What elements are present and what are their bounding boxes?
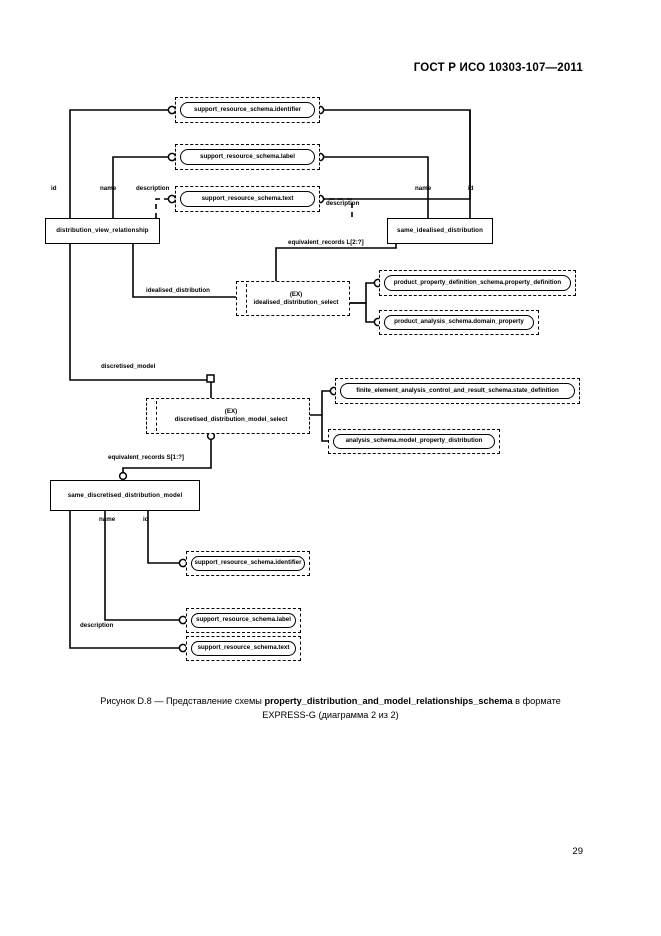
- reference-label: support_resource_schema.label: [180, 149, 315, 165]
- reference-label: support_resource_schema.text: [191, 641, 296, 656]
- edge-label-discretised-model: discretised_model: [101, 363, 156, 370]
- reference-box[interactable]: support_resource_schema.identifier: [175, 97, 320, 123]
- edge-label-id-right: id: [468, 185, 474, 192]
- edge-label-name-right: name: [415, 185, 432, 192]
- reference-label: support_resource_schema.text: [180, 191, 315, 207]
- edge-label-id-left: id: [51, 185, 57, 192]
- edge-label-equivalent-records-top: equivalent_records L[2:?]: [288, 239, 364, 246]
- reference-label: support_resource_schema.identifier: [180, 102, 315, 118]
- edge-label-equivalent-records-bottom: equivalent_records S[1:?]: [108, 454, 184, 461]
- edge-label-id-bottom: id: [143, 516, 149, 523]
- reference-box[interactable]: product_analysis_schema.domain_property: [379, 310, 539, 335]
- reference-box[interactable]: analysis_schema.model_property_distribut…: [328, 429, 500, 454]
- edge-label-description-right: description: [326, 200, 360, 207]
- reference-box[interactable]: support_resource_schema.label: [175, 144, 320, 170]
- select-tag: (EX): [289, 290, 303, 298]
- page-number: 29: [572, 846, 583, 857]
- edge-label-name-bottom: name: [99, 516, 116, 523]
- edge-label-idealised-distribution: idealised_distribution: [146, 287, 210, 294]
- reference-label: support_resource_schema.identifier: [191, 556, 305, 571]
- select-tag: (EX): [224, 408, 238, 416]
- reference-box[interactable]: support_resource_schema.label: [186, 608, 301, 633]
- select-body: (EX) idealised_distribution_select: [248, 291, 339, 307]
- caption-line2: EXPRESS-G (диаграмма 2 из 2): [262, 710, 399, 721]
- reference-box[interactable]: support_resource_schema.identifier: [186, 551, 310, 576]
- document-header: ГОСТ Р ИСО 10303-107—2011: [413, 62, 583, 74]
- express-g-diagram: support_resource_schema.identifier suppo…: [45, 97, 580, 661]
- select-body: (EX) discretised_distribution_model_sele…: [169, 408, 288, 424]
- reference-label: product_property_definition_schema.prope…: [384, 275, 571, 291]
- edge-label-name-left: name: [100, 185, 117, 192]
- figure-caption: Рисунок D.8 — Представление схемы proper…: [55, 694, 606, 723]
- entity-same-idealised-distribution[interactable]: same_idealised_distribution: [387, 218, 493, 244]
- reference-label: support_resource_schema.label: [191, 613, 296, 628]
- entity-same-discretised-distribution-model[interactable]: same_discretised_distribution_model: [50, 480, 200, 511]
- edge-label-description-left: description: [136, 185, 170, 192]
- entity-distribution-view-relationship[interactable]: distribution_view_relationship: [45, 218, 160, 244]
- select-idealised-distribution[interactable]: (EX) idealised_distribution_select: [236, 281, 350, 316]
- reference-box[interactable]: product_property_definition_schema.prope…: [379, 270, 576, 296]
- reference-label: finite_element_analysis_control_and_resu…: [340, 383, 575, 399]
- reference-box[interactable]: support_resource_schema.text: [175, 186, 320, 212]
- reference-label: analysis_schema.model_property_distribut…: [333, 434, 495, 449]
- reference-box[interactable]: support_resource_schema.text: [186, 636, 301, 661]
- caption-middle: в формате: [512, 696, 561, 706]
- caption-prefix: Рисунок D.8 — Представление схемы: [100, 696, 265, 706]
- select-label: idealised_distribution_select: [253, 298, 339, 306]
- select-label: discretised_distribution_model_select: [174, 416, 288, 423]
- reference-box[interactable]: finite_element_analysis_control_and_resu…: [335, 378, 580, 404]
- select-discretised-distribution-model[interactable]: (EX) discretised_distribution_model_sele…: [146, 398, 310, 434]
- reference-label: product_analysis_schema.domain_property: [384, 315, 534, 330]
- caption-schema-name: property_distribution_and_model_relation…: [264, 696, 513, 706]
- diagram-connectors: [69, 105, 471, 653]
- edge-label-description-bottom: description: [80, 622, 114, 629]
